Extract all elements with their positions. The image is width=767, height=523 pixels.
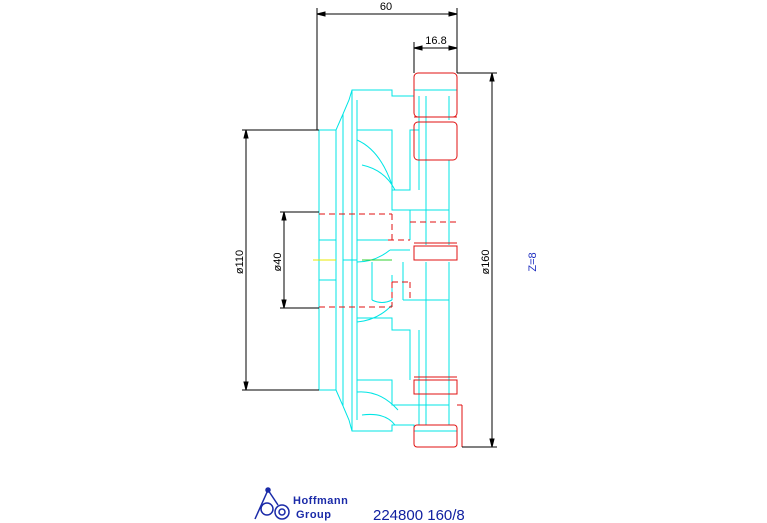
dim-bore-diameter: ø40: [272, 253, 284, 272]
hidden-lines: [319, 213, 457, 308]
teeth-count: Z=8: [527, 252, 539, 271]
logo-line-1: Hoffmann: [293, 495, 348, 507]
dim-hub-diameter: ø110: [234, 250, 246, 274]
dim-overall-length: 60: [380, 1, 392, 13]
dim-outer-diameter: ø160: [480, 249, 492, 274]
cutter-body-outline: [318, 89, 457, 432]
insert-mid: [413, 245, 458, 261]
insert-top-2: [413, 121, 458, 161]
cutter-inserts: [413, 72, 463, 448]
hoffmann-group-logo: Hoffmann Group: [254, 487, 348, 521]
dim-tooth-width: 16.8: [425, 35, 446, 47]
insert-top-1: [413, 72, 458, 118]
logo-mark-icon: [254, 487, 290, 520]
dimension-lines: [242, 8, 497, 448]
insert-bottom: [413, 424, 458, 448]
insert-low: [413, 379, 458, 395]
part-number: 224800 160/8: [373, 507, 465, 523]
logo-line-2: Group: [296, 509, 332, 521]
